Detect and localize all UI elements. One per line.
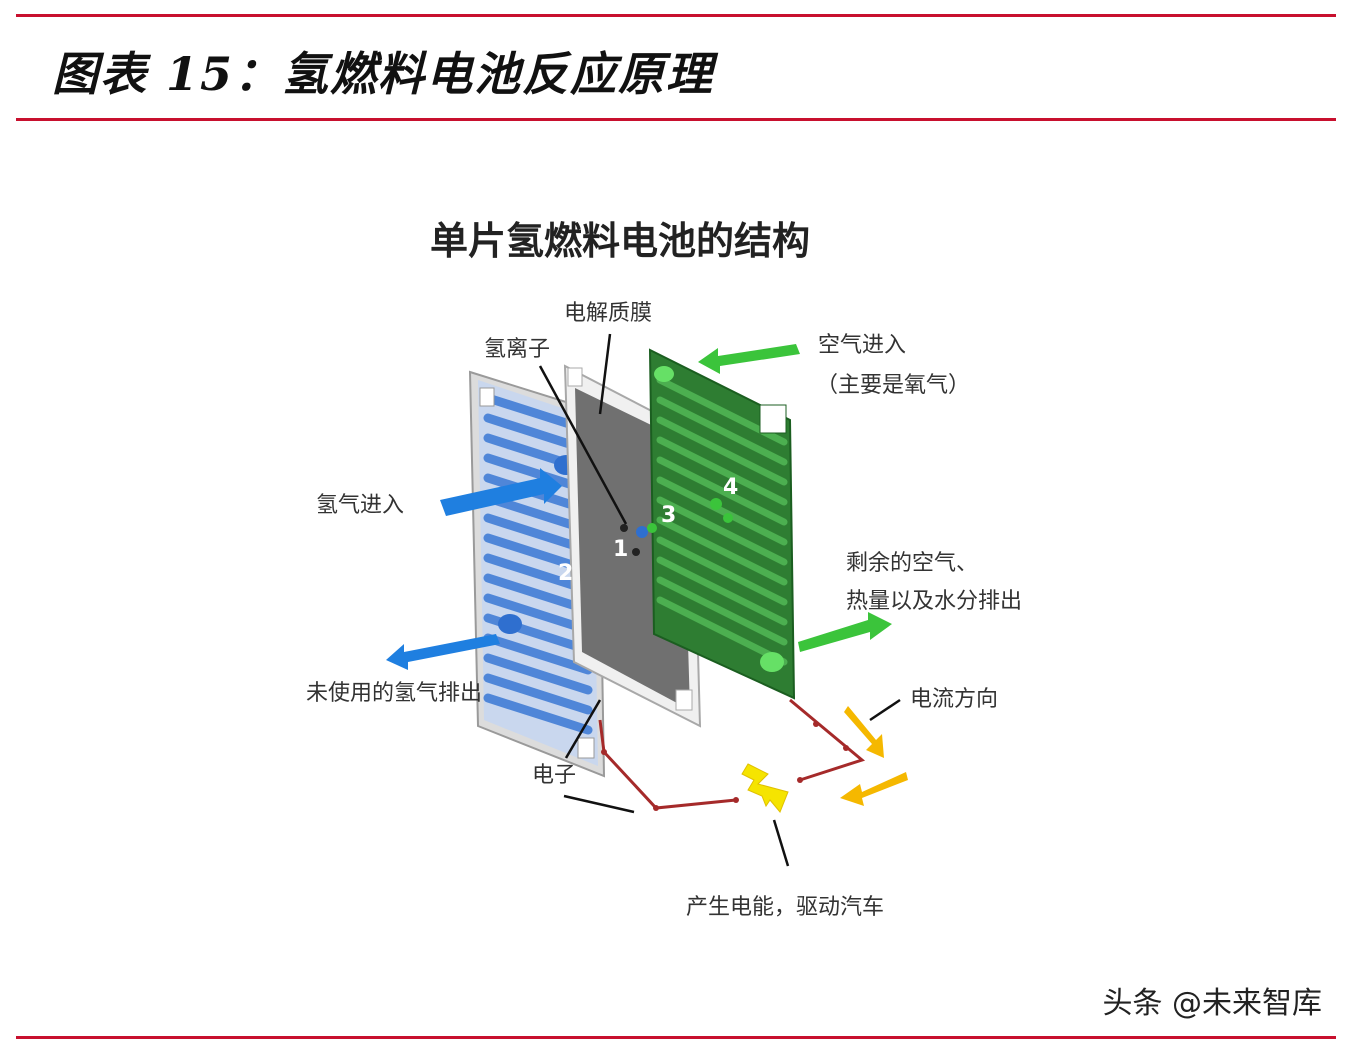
current-leader [869,698,901,722]
circuit-wire-right [789,698,866,782]
exhaust-label: 剩余的空气、 [846,551,978,576]
figure-title: 图表 15：氢燃料电池反应原理 [52,47,715,101]
cathode-plate [648,348,796,700]
cathode-inlet [654,366,674,382]
exhaust-sublabel: 热量以及水分排出 [846,589,1022,614]
current-arrow-down [844,706,884,758]
hydrogen-in-arrow [440,468,562,516]
current-arrow-left [840,772,908,806]
membrane-leader [598,333,612,415]
circuit-electrons [601,721,849,811]
cathode-flow-channels [656,376,788,666]
anode-outlet [498,614,522,634]
power-label: 产生电能，驱动汽车 [686,895,884,920]
hydrogen-in-label: 氢气进入 [316,493,404,518]
membrane-label: 电解质膜 [564,301,652,326]
current-direction-label: 电流方向 [910,687,998,712]
marker-3: 3 [661,503,676,528]
hydrogen-ion-leader [538,365,628,525]
unused-hydrogen-label: 未使用的氢气排出 [306,681,482,706]
cathode-outlet [760,652,784,672]
watermark: 头条 @未来智库 [1102,986,1322,1021]
air-in-sublabel: （主要是氧气） [816,373,970,398]
electron-leader [564,699,602,759]
unused-hydrogen-arrow [386,634,500,670]
lightning-icon [741,763,789,813]
top-rule [16,14,1336,17]
air-in-label: 空气进入 [818,333,906,358]
cathode-port [759,404,787,434]
marker-1: 1 [613,537,628,562]
exhaust-arrow [798,612,892,652]
marker-4: 4 [723,475,738,500]
diagram-title: 单片氢燃料电池的结构 [430,219,810,263]
anode-port [577,737,595,759]
bottom-rule [16,1036,1336,1039]
circuit-wire-left [598,719,737,810]
hydrogen-ion-label: 氢离子 [484,337,550,362]
molecule-cluster [620,498,733,556]
electron-label: 电子 [532,763,576,788]
anode-port [479,387,495,407]
air-in-arrow [698,344,800,374]
electron-leader [563,794,635,814]
marker-2: 2 [558,561,573,586]
title-rule [16,118,1336,121]
power-leader [772,819,790,867]
